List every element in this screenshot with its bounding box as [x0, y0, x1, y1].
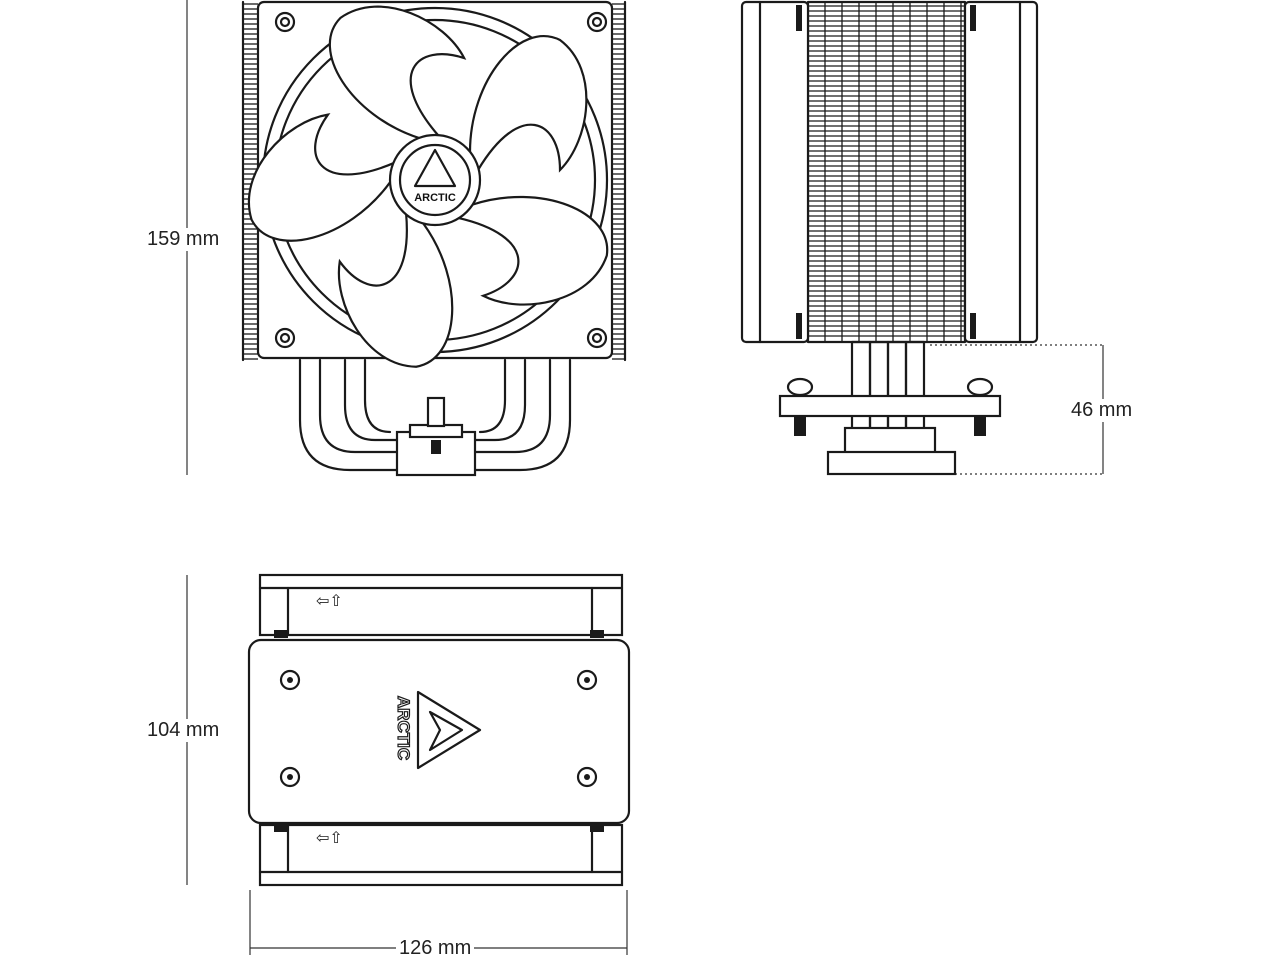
- mount-holes: [274, 11, 608, 349]
- width-label: 126 mm: [396, 937, 475, 960]
- side-fan-left: [740, 0, 810, 344]
- side-view: [740, 0, 1039, 476]
- top-view: ARCTIC: [247, 573, 631, 887]
- height-label: 159 mm: [144, 228, 223, 251]
- side-fan-right: [963, 0, 1039, 344]
- fan-hub: [388, 133, 482, 227]
- fan-blades: [247, 5, 609, 368]
- front-fins: [241, 0, 627, 362]
- top-fan: [258, 573, 624, 637]
- spring-screw: [426, 396, 446, 428]
- mount-bar: [778, 394, 1002, 418]
- arctic-logo-triangle: [416, 690, 482, 770]
- bottom-fan: [258, 823, 624, 887]
- side-fins: [808, 2, 965, 342]
- side-base: [826, 450, 957, 476]
- side-heatpipes: [850, 340, 926, 434]
- front-view: ARCTIC: [241, 0, 627, 477]
- airflow-indicator-bottom: ⇦⇧: [316, 828, 343, 848]
- depth-label: 104 mm: [144, 719, 223, 742]
- top-logo-text: ARCTIC: [394, 696, 413, 760]
- airflow-indicator-top: ⇦⇧: [316, 591, 343, 611]
- hub-logo-text: ARCTIC: [414, 192, 456, 204]
- base-height-label: 46 mm: [1068, 399, 1136, 422]
- top-screws: [279, 669, 598, 788]
- heatpipes: [298, 358, 572, 472]
